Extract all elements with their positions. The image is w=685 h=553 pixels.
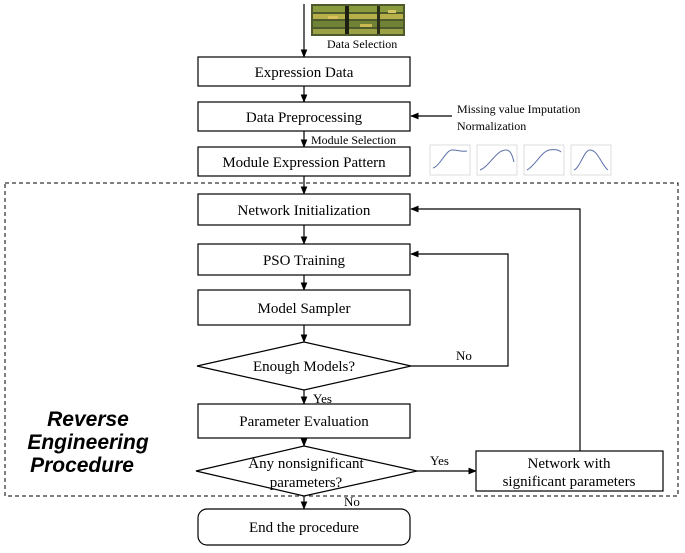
parameter-evaluation-box [197, 403, 411, 439]
no-label-2: No [344, 494, 360, 509]
missing-value-label: Missing value Imputation [457, 102, 580, 116]
nonsignificant-label-line1: Any nonsignificant [248, 456, 364, 472]
end-procedure-label: End the procedure [249, 520, 359, 536]
module-expression-pattern-label: Module Expression Pattern [222, 155, 386, 171]
network-initialization-box [197, 193, 411, 226]
region-label-line3: Procedure [30, 454, 134, 477]
end-procedure-box [197, 508, 411, 546]
network-significant-label-line2: significant parameters [503, 474, 636, 490]
expression-pattern-thumbnails [429, 144, 612, 176]
model-sampler-label: Model Sampler [258, 301, 351, 317]
network-significant-box [475, 450, 664, 492]
data-preprocessing-label: Data Preprocessing [246, 110, 363, 126]
region-label-line1: Reverse [47, 408, 129, 431]
network-significant-label-line1: Network with [528, 456, 611, 472]
data-selection-label: Data Selection [327, 37, 397, 51]
nonsignificant-label-line2: parameters? [270, 475, 343, 491]
model-sampler-box [197, 289, 411, 326]
expression-data-label: Expression Data [255, 65, 354, 81]
no-label-1: No [456, 348, 472, 363]
yes-label-2: Yes [430, 453, 449, 468]
yes-label-1: Yes [313, 391, 332, 406]
arrow-network-to-init [410, 205, 581, 451]
parameter-evaluation-label: Parameter Evaluation [239, 414, 369, 430]
reverse-engineering-region [4, 182, 679, 497]
data-preprocessing-box [197, 101, 411, 132]
enough-models-label: Enough Models? [253, 359, 355, 375]
module-selection-label: Module Selection [311, 133, 396, 147]
microarray-image [311, 4, 405, 36]
network-initialization-label: Network Initialization [238, 203, 371, 219]
expression-data-box [197, 56, 411, 87]
pso-training-box [197, 243, 411, 276]
arrow-no-to-pso [410, 250, 509, 367]
region-label-line2: Engineering [27, 431, 149, 454]
pso-training-label: PSO Training [263, 253, 346, 269]
normalization-label: Normalization [457, 119, 526, 133]
module-expression-pattern-box [197, 146, 411, 177]
